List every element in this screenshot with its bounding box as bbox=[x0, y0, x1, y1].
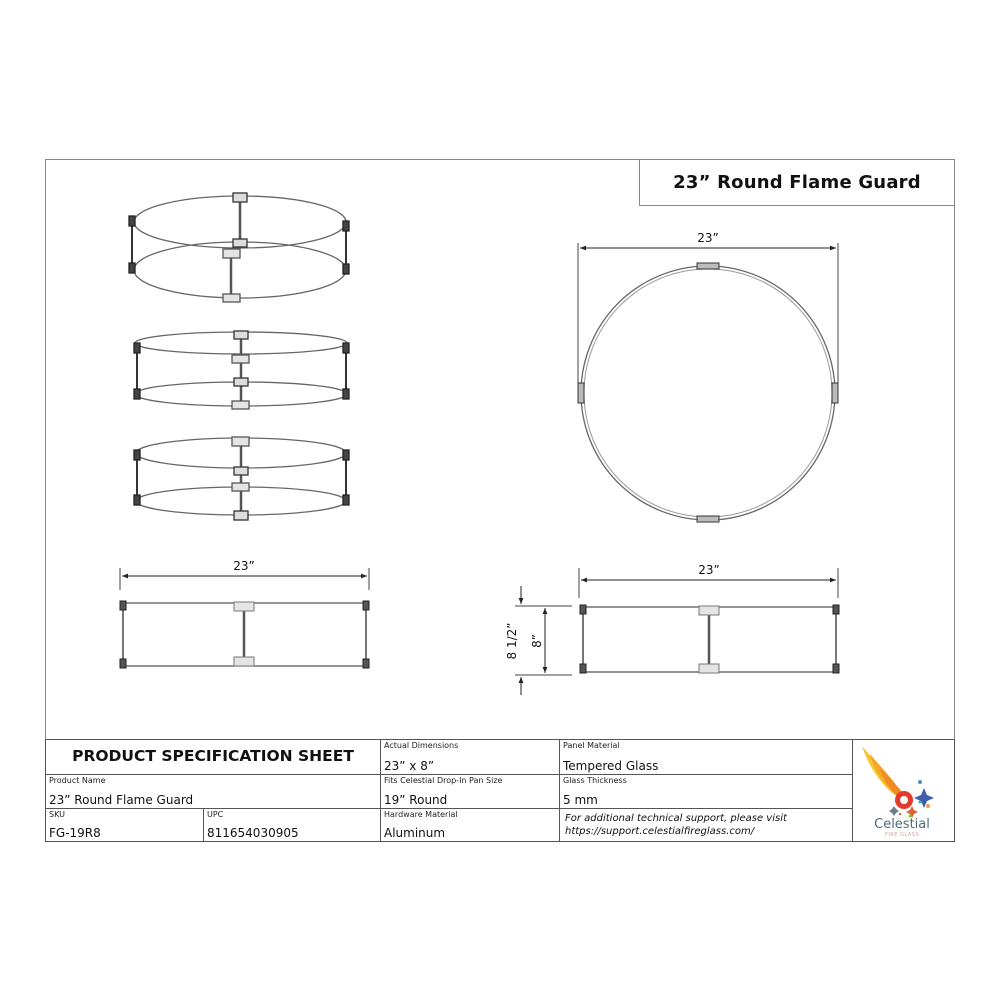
hardware-material-label: Hardware Material bbox=[384, 810, 458, 819]
hardware-material-cell: Hardware Material Aluminum bbox=[381, 809, 560, 841]
top-view bbox=[577, 243, 839, 523]
spec-table: PRODUCT SPECIFICATION SHEET Product Name… bbox=[45, 739, 955, 842]
spec-heading: PRODUCT SPECIFICATION SHEET bbox=[72, 747, 354, 765]
front-view-right-dimensioned bbox=[515, 568, 840, 695]
sku-label: SKU bbox=[49, 810, 65, 819]
support-link[interactable]: https://support.celestialfireglass.com/ bbox=[565, 826, 755, 837]
pan-size-value: 19” Round bbox=[384, 793, 448, 807]
sku-cell: SKU FG-19R8 bbox=[46, 809, 204, 841]
comet-icon bbox=[862, 746, 934, 818]
front-view-left bbox=[119, 568, 370, 669]
panel-material-value: Tempered Glass bbox=[563, 759, 659, 773]
celestial-logo: Celestial FIRE GLASS bbox=[850, 740, 954, 841]
title-box: 23” Round Flame Guard bbox=[639, 159, 955, 206]
actual-dimensions-label: Actual Dimensions bbox=[384, 741, 459, 750]
support-cell: For additional technical support, please… bbox=[560, 809, 853, 841]
actual-dimensions-cell: Actual Dimensions 23” x 8” bbox=[381, 740, 560, 775]
logo-name: Celestial bbox=[874, 817, 930, 832]
product-name-cell: Product Name 23” Round Flame Guard bbox=[46, 775, 381, 809]
isometric-view-1 bbox=[128, 192, 350, 303]
sku-value: FG-19R8 bbox=[49, 826, 101, 840]
logo-tagline: FIRE GLASS bbox=[884, 832, 920, 838]
upc-label: UPC bbox=[207, 810, 224, 819]
isometric-view-3 bbox=[133, 436, 350, 521]
glass-height-label: 8” bbox=[530, 634, 544, 648]
glass-thickness-cell: Glass Thickness 5 mm bbox=[560, 775, 853, 809]
top-view-width-label: 23” bbox=[697, 231, 719, 245]
product-name-value: 23” Round Flame Guard bbox=[49, 793, 194, 807]
pan-size-label: Fits Celestial Drop-In Pan Size bbox=[384, 776, 503, 785]
glass-thickness-value: 5 mm bbox=[563, 793, 598, 807]
isometric-view-2 bbox=[133, 330, 350, 410]
support-text: For additional technical support, please… bbox=[565, 813, 787, 824]
panel-material-cell: Panel Material Tempered Glass bbox=[560, 740, 853, 775]
upc-value: 811654030905 bbox=[207, 826, 299, 840]
spec-heading-cell: PRODUCT SPECIFICATION SHEET bbox=[46, 740, 381, 775]
product-name-label: Product Name bbox=[49, 776, 106, 785]
overall-height-label: 8 1/2” bbox=[505, 623, 519, 660]
panel-material-label: Panel Material bbox=[563, 741, 620, 750]
pan-size-cell: Fits Celestial Drop-In Pan Size 19” Roun… bbox=[381, 775, 560, 809]
hardware-material-value: Aluminum bbox=[384, 826, 446, 840]
upc-cell: UPC 811654030905 bbox=[204, 809, 381, 841]
front-left-width-label: 23” bbox=[233, 559, 255, 573]
page-title: 23” Round Flame Guard bbox=[673, 172, 921, 193]
actual-dimensions-value: 23” x 8” bbox=[384, 759, 435, 773]
front-right-width-label: 23” bbox=[698, 563, 720, 577]
glass-thickness-label: Glass Thickness bbox=[563, 776, 627, 785]
